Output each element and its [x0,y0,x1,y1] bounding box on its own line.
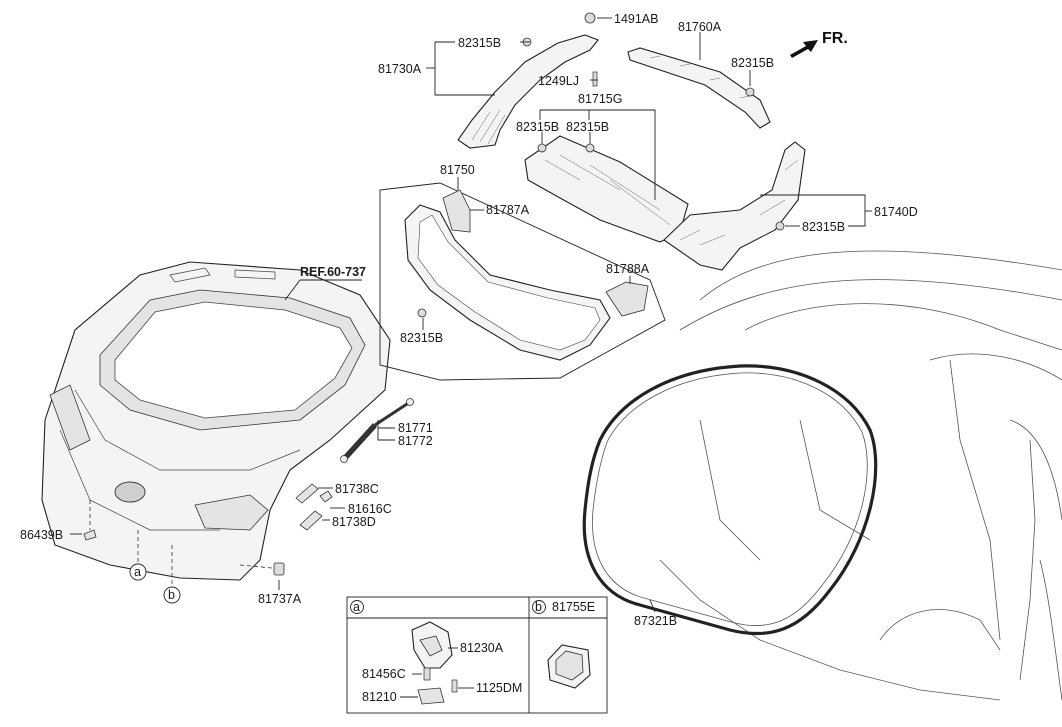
label-1491ab: 1491AB [614,12,658,26]
small-parts-tailgate [83,483,333,576]
label-81740d: 81740D [874,205,918,219]
label-81750: 81750 [440,163,475,177]
trim-81740d [663,141,806,271]
label-81230a: 81230A [460,641,504,655]
label-81616c: 81616C [348,502,392,516]
svg-text:a: a [353,600,360,614]
label-82315b: 82315B [400,331,443,345]
detail-section-a: a 81230A 81456C 1125DM 81210 [350,600,522,705]
group-81750-frame [379,182,666,381]
trim-81760a [627,47,771,129]
label-81755e: 81755E [552,600,595,614]
arrow-icon [790,40,818,58]
label-82315b: 82315B [802,220,845,234]
trim-81715g [524,135,689,243]
front-label: FR. [822,30,848,47]
detail-section-b: b 81755E [532,600,595,689]
label-82315b: 82315B [458,36,501,50]
tailgate-panel [41,261,391,581]
front-direction-indicator: FR. [790,30,848,58]
label-81456c: 81456C [362,667,406,681]
label-1125dm: 1125DM [476,681,522,695]
label-82315b: 82315B [731,56,774,70]
svg-text:a: a [134,565,141,579]
vehicle-body-outline [659,250,1062,701]
label-ref-60-737: REF.60-737 [300,265,366,279]
svg-text:b: b [168,588,175,602]
label-82315b: 82315B [566,120,609,134]
label-81737a: 81737A [258,592,302,606]
detail-box: a 81230A 81456C 1125DM 81210 b 81755E [346,596,608,714]
gas-strut [340,398,414,463]
svg-text:b: b [535,600,542,614]
leader-lines [70,17,872,613]
callout-a: a [129,563,147,581]
dashed-leaders [89,500,273,585]
label-81738c: 81738C [335,482,379,496]
label-82315b: 82315B [516,120,559,134]
weatherstrip-87321b [582,364,878,636]
label-81771: 81771 [398,421,433,435]
label-81760a: 81760A [678,20,722,34]
label-87321b: 87321B [634,614,677,628]
label-81738d: 81738D [332,515,376,529]
callout-b: b [163,586,181,604]
label-86439b: 86439B [20,528,63,542]
trim-81730a [457,34,599,149]
label-81787a: 81787A [486,203,530,217]
label-81715g: 81715G [578,92,622,106]
label-1249lj: 1249LJ [538,74,579,88]
label-81788a: 81788A [606,262,650,276]
label-81772: 81772 [398,434,433,448]
label-81210: 81210 [362,690,397,704]
part-labels: 1491AB 81760A 82315B 81730A 82315B 1249L… [20,12,918,628]
label-81730a: 81730A [378,62,422,76]
